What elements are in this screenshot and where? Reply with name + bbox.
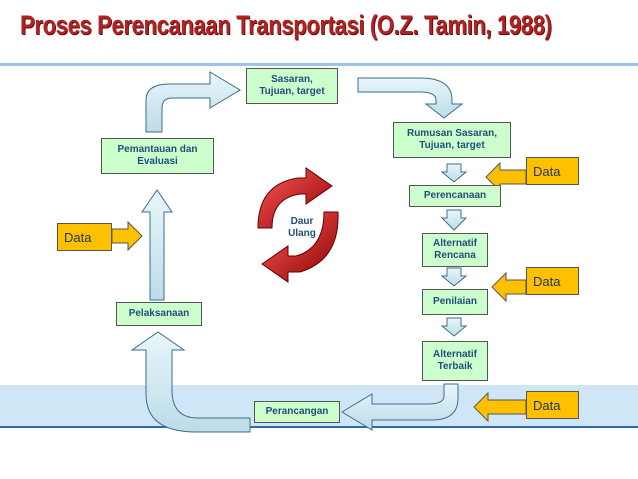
title-divider — [0, 63, 638, 66]
curved-arrow-icon — [130, 331, 251, 433]
node-perencanaan: Perencanaan — [409, 185, 501, 207]
node-alternatif-terbaik: Alternatif Terbaik — [422, 341, 488, 381]
page-title: Proses Perencanaan Transportasi (O.Z. Ta… — [20, 10, 552, 40]
node-perancangan: Perancangan — [254, 401, 340, 423]
left-arrow-icon — [473, 391, 527, 423]
right-arrow-icon — [111, 220, 143, 252]
left-arrow-icon — [485, 161, 527, 193]
node-rumusan-sasaran: Rumusan Sasaran, Tujuan, target — [393, 122, 511, 158]
curved-arrow-icon — [145, 71, 241, 133]
curved-arrow-icon — [341, 383, 459, 431]
down-arrow-icon — [440, 209, 468, 231]
data-input-3: Data — [526, 391, 579, 419]
data-input-1: Data — [526, 157, 579, 185]
down-arrow-icon — [440, 267, 468, 287]
down-arrow-icon — [440, 163, 468, 183]
bottom-divider — [0, 426, 638, 428]
data-input-2: Data — [526, 267, 579, 295]
node-pemantauan: Pemantauan dan Evaluasi — [101, 138, 214, 174]
down-arrow-icon — [440, 317, 468, 337]
cycle-arrows-icon — [257, 167, 339, 283]
data-input-left: Data — [57, 223, 112, 251]
node-sasaran: Sasaran, Tujuan, target — [246, 68, 338, 104]
node-pelaksanaan: Pelaksanaan — [116, 302, 202, 326]
left-arrow-icon — [491, 271, 527, 303]
cycle-label: Daur Ulang — [288, 216, 316, 239]
curved-arrow-icon — [357, 77, 464, 119]
node-alternatif-rencana: Alternatif Rencana — [422, 233, 488, 267]
up-arrow-icon — [141, 189, 173, 301]
node-penilaian: Penilaian — [422, 289, 488, 315]
title-bar: Proses Perencanaan Transportasi (O.Z. Ta… — [0, 0, 638, 64]
